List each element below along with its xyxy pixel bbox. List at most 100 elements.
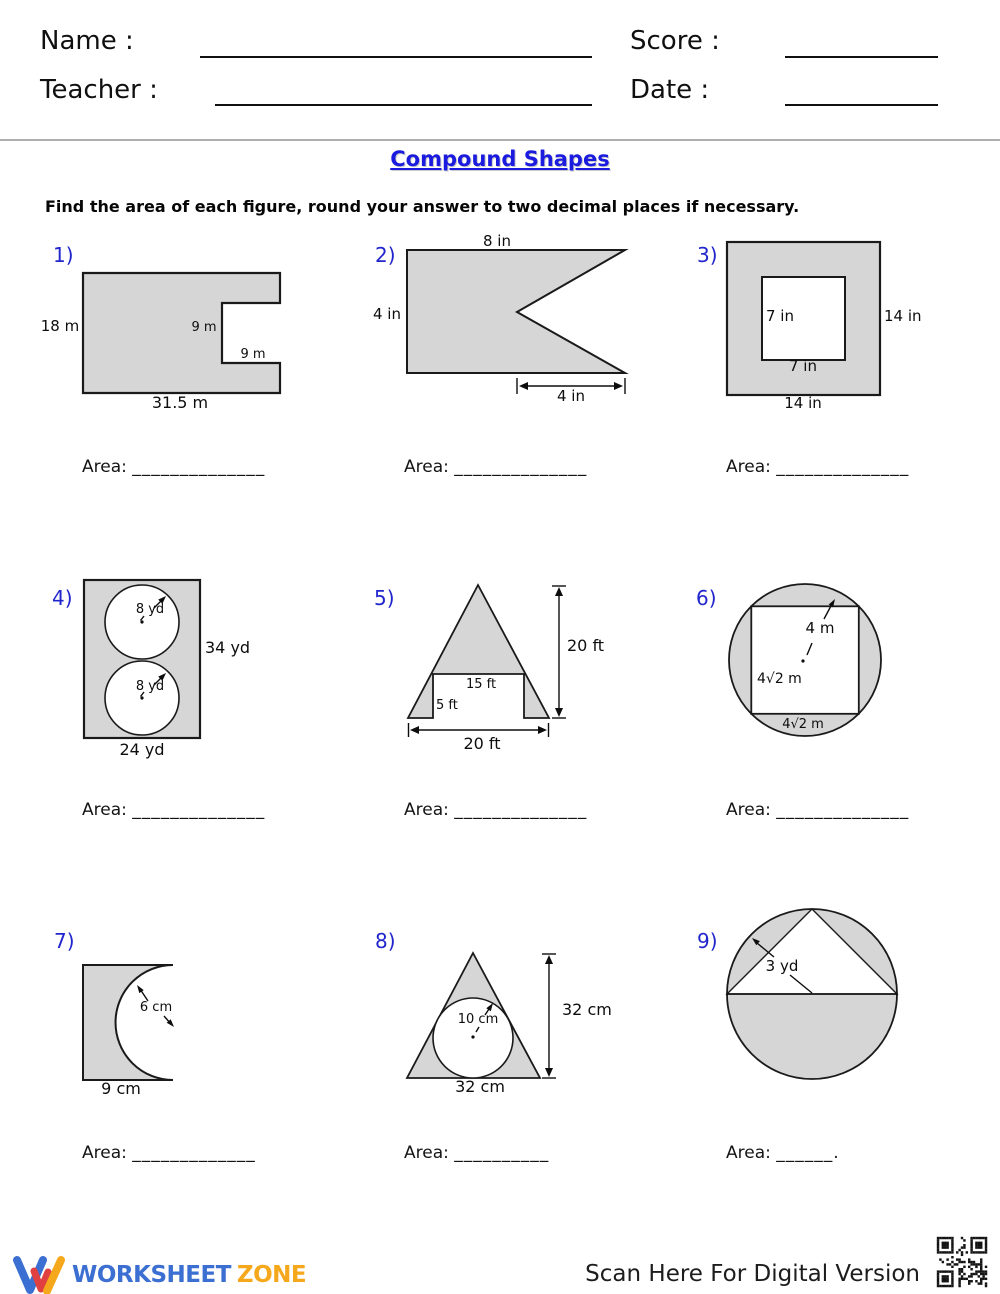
height-arrow bbox=[552, 585, 566, 719]
arrowhead-right bbox=[614, 382, 623, 390]
height-arrow bbox=[542, 953, 556, 1079]
dim-radius-bottom: 8 yd bbox=[136, 679, 164, 694]
radius-arrow bbox=[752, 938, 813, 994]
dim-side-bottom: 4√2 m bbox=[782, 717, 824, 732]
dim-radius: 3 yd bbox=[766, 957, 799, 975]
problem-2-area-field: Area: ______________ bbox=[404, 457, 587, 477]
square-bite-shape bbox=[82, 964, 174, 1081]
logo-w-icon bbox=[13, 1256, 65, 1294]
dim-radius: 10 cm bbox=[458, 1012, 499, 1027]
problem-3-number: 3) bbox=[697, 243, 718, 267]
radius-arrow-bottom bbox=[139, 673, 166, 700]
brand-name-first: WORKSHEET bbox=[72, 1262, 231, 1288]
scan-here-text: Scan Here For Digital Version bbox=[585, 1261, 920, 1287]
figure-2-flag-shape: 8 in 4 in 4 in bbox=[373, 232, 629, 405]
area-label: Area: bbox=[726, 800, 771, 820]
header-divider bbox=[0, 139, 1000, 141]
dim-base: 32 cm bbox=[455, 1077, 505, 1096]
area-label: Area: bbox=[726, 457, 771, 477]
name-label: Name : bbox=[40, 26, 134, 56]
figure-1-notched-rectangle: 18 m 9 m 9 m 31.5 m bbox=[41, 271, 282, 412]
problem-7-area-field: Area: _____________ bbox=[82, 1143, 256, 1163]
teacher-field-line[interactable] bbox=[215, 104, 592, 106]
dim-notch-bottom: 9 m bbox=[240, 347, 265, 362]
problem-3-area-field: Area: ______________ bbox=[726, 457, 909, 477]
problem-6-area-field: Area: ______________ bbox=[726, 800, 909, 820]
problem-5-area-field: Area: ______________ bbox=[404, 800, 587, 820]
flag-shape bbox=[406, 249, 629, 374]
arrowhead-up bbox=[545, 955, 553, 964]
answer-line[interactable]: __________ bbox=[454, 1143, 550, 1163]
problem-7-number: 7) bbox=[54, 929, 75, 953]
inscribed-square bbox=[750, 605, 860, 715]
inner-square-hole bbox=[761, 276, 846, 361]
dim-inner-width: 15 ft bbox=[466, 677, 496, 692]
arrowhead-right bbox=[538, 726, 547, 734]
dim-bottom: 31.5 m bbox=[152, 393, 208, 412]
figure-4-rectangle-two-circles: 8 yd 8 yd 34 yd 24 yd bbox=[82, 578, 250, 759]
answer-line[interactable]: ______________ bbox=[132, 457, 266, 477]
dim-left: 18 m bbox=[41, 317, 79, 335]
figure-7-square-semicircle-cut: 6 cm 9 cm bbox=[82, 964, 174, 1098]
dim-bottom: 24 yd bbox=[119, 740, 164, 759]
area-label: Area: bbox=[82, 800, 127, 820]
dim-bottom: 9 cm bbox=[101, 1079, 141, 1098]
problem-4-area-field: Area: ______________ bbox=[82, 800, 265, 820]
date-field-line[interactable] bbox=[785, 104, 938, 106]
answer-line[interactable]: ______________ bbox=[132, 800, 266, 820]
dim-inner-left: 7 in bbox=[766, 307, 794, 325]
area-label: Area: bbox=[404, 1143, 449, 1163]
score-field-line[interactable] bbox=[785, 56, 938, 58]
dim-base: 20 ft bbox=[463, 734, 500, 753]
figure-8-triangle-circle: 10 cm 32 cm 32 cm bbox=[405, 951, 612, 1096]
dim-bottom: 14 in bbox=[784, 394, 822, 412]
figure-3-square-ring: 7 in 14 in 7 in 14 in bbox=[725, 240, 922, 412]
brand-name-second: ZONE bbox=[236, 1262, 307, 1288]
answer-line[interactable]: ______________ bbox=[454, 457, 588, 477]
answer-line[interactable]: ______________ bbox=[776, 457, 910, 477]
problem-9-area-field: Area: ______. bbox=[726, 1143, 840, 1163]
problem-4-number: 4) bbox=[52, 586, 73, 610]
answer-line[interactable]: ______________ bbox=[454, 800, 588, 820]
qr-code bbox=[932, 1232, 992, 1292]
problem-8-number: 8) bbox=[375, 929, 396, 953]
area-label: Area: bbox=[726, 1143, 771, 1163]
score-label: Score : bbox=[630, 26, 720, 56]
base-arrow bbox=[407, 723, 550, 737]
dim-right: 34 yd bbox=[205, 638, 250, 657]
notched-rectangle-shape bbox=[81, 271, 282, 395]
problem-1-number: 1) bbox=[53, 243, 74, 267]
page-title: Compound Shapes bbox=[390, 147, 610, 171]
dim-notch-side: 9 m bbox=[191, 320, 216, 335]
dim-radius: 6 cm bbox=[140, 1000, 172, 1015]
dim-radius-top: 8 yd bbox=[136, 602, 164, 617]
dim-left: 4 in bbox=[373, 305, 401, 323]
area-label: Area: bbox=[82, 1143, 127, 1163]
answer-line[interactable]: ______. bbox=[776, 1143, 840, 1163]
problem-9-number: 9) bbox=[697, 929, 718, 953]
dim-height: 20 ft bbox=[567, 636, 604, 655]
arrowhead-left bbox=[410, 726, 419, 734]
dim-bottom: 4 in bbox=[557, 387, 585, 405]
dim-side-left: 4√2 m bbox=[757, 671, 802, 687]
problem-6-number: 6) bbox=[696, 586, 717, 610]
teacher-label: Teacher : bbox=[40, 75, 158, 105]
radius-arrow bbox=[137, 985, 174, 1027]
radius-arrow-top bbox=[139, 596, 166, 624]
date-label: Date : bbox=[630, 75, 710, 105]
arrowhead-down bbox=[545, 1068, 553, 1077]
figure-6-circle-square: 4 m 4√2 m 4√2 m bbox=[728, 583, 882, 737]
dim-top: 8 in bbox=[483, 232, 511, 250]
problem-1-area-field: Area: ______________ bbox=[82, 457, 265, 477]
answer-line[interactable]: ______________ bbox=[776, 800, 910, 820]
instruction-text: Find the area of each figure, round your… bbox=[45, 197, 800, 216]
width-arrow bbox=[516, 378, 626, 394]
arrowhead-up bbox=[555, 587, 563, 596]
dim-right: 14 in bbox=[884, 307, 922, 325]
answer-line[interactable]: _____________ bbox=[132, 1143, 256, 1163]
name-field-line[interactable] bbox=[200, 56, 592, 58]
dim-radius: 4 m bbox=[806, 619, 835, 637]
figure-9-circle-triangle: 3 yd bbox=[725, 908, 899, 1080]
problem-5-number: 5) bbox=[374, 586, 395, 610]
